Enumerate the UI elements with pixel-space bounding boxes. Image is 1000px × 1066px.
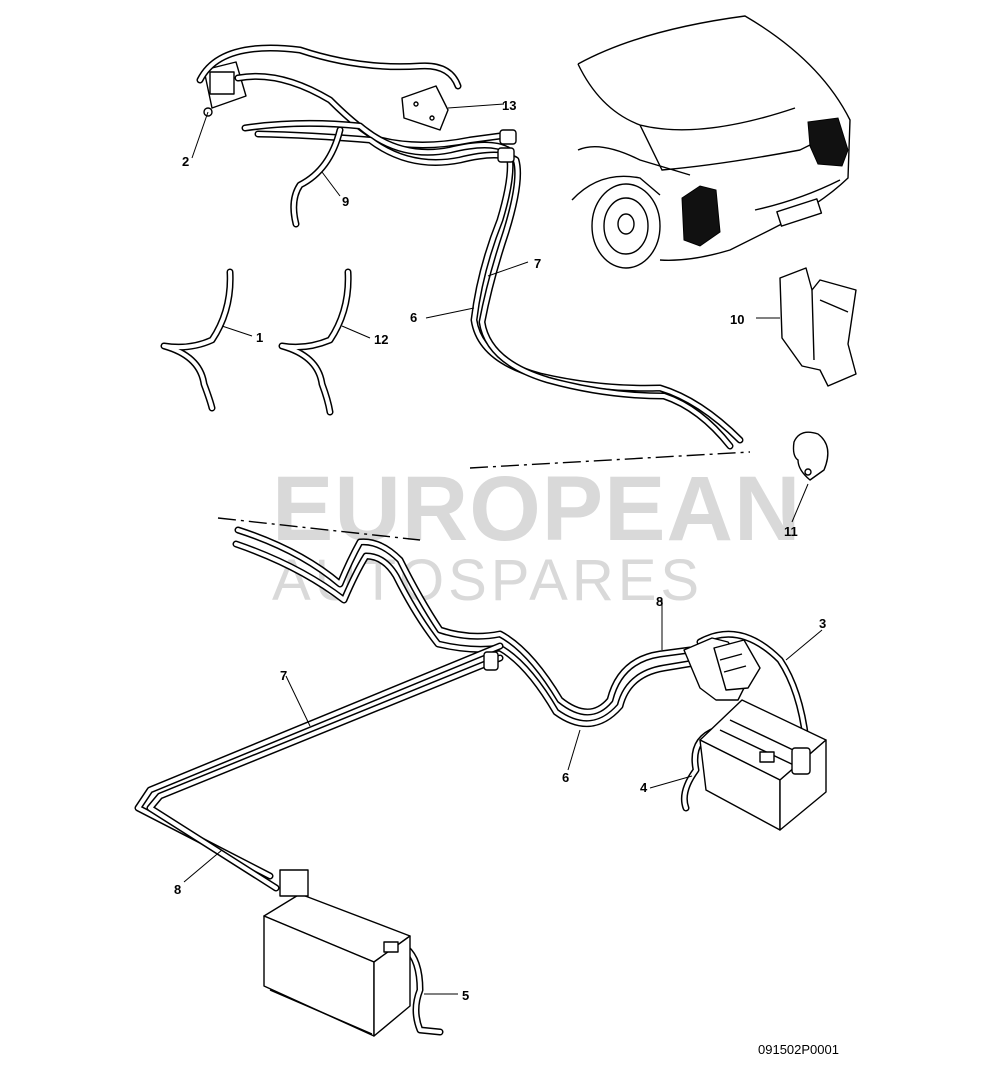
callout-1: 1 bbox=[256, 330, 263, 345]
callout-11: 11 bbox=[784, 524, 798, 539]
part-13-pad bbox=[401, 85, 449, 131]
callout-13: 13 bbox=[502, 98, 516, 113]
callout-7-upper: 7 bbox=[534, 256, 541, 271]
battery-bracket-icon bbox=[779, 267, 857, 387]
callout-3: 3 bbox=[819, 616, 826, 631]
car-rear-view-icon bbox=[571, 15, 851, 269]
fuse-box-icon bbox=[683, 637, 761, 701]
lower-cable-run bbox=[134, 526, 810, 1036]
watermark-line1: EUROPEAN bbox=[272, 458, 801, 560]
callout-6-upper: 6 bbox=[410, 310, 417, 325]
callout-4: 4 bbox=[640, 780, 648, 795]
callout-7-lower: 7 bbox=[280, 668, 287, 683]
callout-12: 12 bbox=[374, 332, 388, 347]
leader-lines bbox=[183, 103, 823, 995]
callout-8-lower: 8 bbox=[174, 882, 181, 897]
callout-2: 2 bbox=[182, 154, 189, 169]
battery-icon bbox=[699, 699, 827, 831]
battery-icon-2 bbox=[263, 869, 411, 1037]
cable-clip-icon bbox=[792, 431, 829, 481]
callout-6-lower: 6 bbox=[562, 770, 569, 785]
part-1-cable bbox=[160, 268, 234, 412]
part-2-fuse-holder bbox=[203, 61, 247, 117]
part-12-cable bbox=[278, 268, 352, 416]
callout-5: 5 bbox=[462, 988, 469, 1003]
upper-cable-run bbox=[196, 44, 744, 450]
callout-9: 9 bbox=[342, 194, 349, 209]
drawing-code: 091502P0001 bbox=[758, 1042, 839, 1057]
callout-10: 10 bbox=[730, 312, 744, 327]
callout-8-upper: 8 bbox=[656, 594, 663, 609]
